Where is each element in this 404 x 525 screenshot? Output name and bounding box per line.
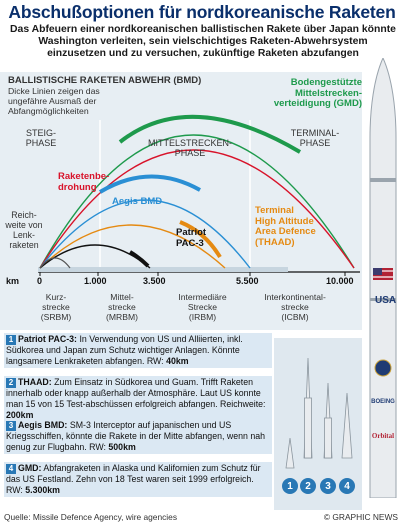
tick-label-5500: 5.500 xyxy=(236,276,259,286)
guided-missile-arc xyxy=(39,257,71,269)
diagram-heading: BALLISTISCHE RAKETEN ABWEHR (BMD) xyxy=(8,75,202,86)
trajectory-chart xyxy=(38,114,360,276)
diagram-note: Dicke Linien zeigen das ungefähre Ausmaß… xyxy=(8,86,100,116)
box-number: 3 xyxy=(6,421,16,431)
missile-num-1: 1 xyxy=(287,481,293,492)
box-number: 1 xyxy=(6,335,16,345)
guided-missile-range-label: Reich-weite von Lenk-raketen xyxy=(5,210,43,250)
thaad-arc xyxy=(39,224,226,269)
thaad-thick xyxy=(179,220,222,259)
phase-steig: STEIG-PHASE xyxy=(25,128,57,148)
tick-label-0: 0 xyxy=(37,276,43,286)
aegis-thick xyxy=(98,174,201,194)
range-srbm: Kurz-strecke(SRBM) xyxy=(40,292,72,322)
phase-mittel: MITTELSTRECKEN-PHASE xyxy=(147,138,232,158)
box-number: 4 xyxy=(6,464,16,474)
credit: © GRAPHIC NEWS xyxy=(323,512,398,522)
gmd-rocket-illustration: BOEING Orbital xyxy=(369,58,397,498)
missile-num-3: 3 xyxy=(325,481,331,492)
threat-label: Raketenbe-drohung xyxy=(58,171,110,193)
page-title: Abschußoptionen für nordkoreanische Rake… xyxy=(8,2,396,22)
tick-label-3500: 3.500 xyxy=(143,276,166,286)
bmd-diagram xyxy=(0,72,404,330)
missile-num-2: 2 xyxy=(305,481,311,492)
diagram-background xyxy=(0,72,362,330)
patriot-thick xyxy=(128,250,150,268)
svg-text:BOEING: BOEING xyxy=(371,399,395,405)
phase-terminal: TERMINAL-PHASE xyxy=(290,128,340,148)
gmd-arc xyxy=(39,134,355,269)
missile-num-4: 4 xyxy=(344,481,350,492)
range-mrbm: Mittel-strecke(MRBM) xyxy=(106,292,138,322)
source-note: Quelle: Missile Defence Agency, wire age… xyxy=(4,512,178,522)
interceptor-missiles-illustration xyxy=(274,338,362,510)
km-label: km xyxy=(6,276,20,286)
aegis-arc xyxy=(39,199,251,269)
threat-arc xyxy=(39,149,355,269)
aegis-label: Aegis BMD xyxy=(112,196,163,207)
gmd-thick xyxy=(118,114,302,154)
subtitle: Das Abfeuern einer nordkoreanischen ball… xyxy=(10,24,396,59)
tick-label-1000: 1.000 xyxy=(84,276,107,286)
svg-text:Orbital: Orbital xyxy=(372,432,394,440)
range-icbm: Interkontinental-strecke(ICBM) xyxy=(264,292,326,322)
range-band xyxy=(38,267,288,272)
box-number: 2 xyxy=(6,378,16,388)
usa-text: USA xyxy=(375,295,397,306)
tick-label-10000: 10.000 xyxy=(326,276,354,286)
